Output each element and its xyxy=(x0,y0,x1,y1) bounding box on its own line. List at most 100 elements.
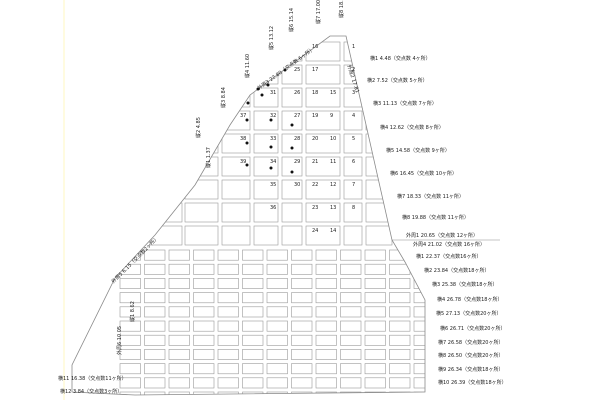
block xyxy=(184,179,219,200)
intersection-dot xyxy=(256,87,260,91)
block-number: 1 xyxy=(352,44,355,50)
block xyxy=(340,349,362,360)
block xyxy=(291,320,313,332)
block xyxy=(364,278,386,289)
block-number: 4 xyxy=(352,113,355,119)
block xyxy=(193,278,215,289)
intersection-dot xyxy=(269,166,273,170)
block xyxy=(413,391,425,395)
block xyxy=(291,263,313,275)
block xyxy=(305,225,341,246)
block xyxy=(340,263,362,275)
block xyxy=(315,263,337,275)
block xyxy=(343,110,363,131)
block xyxy=(193,249,215,261)
block-number: 20 xyxy=(312,136,318,142)
intersection-dot xyxy=(246,101,250,105)
block xyxy=(221,225,251,246)
block xyxy=(217,349,239,360)
block xyxy=(291,249,313,261)
block xyxy=(266,292,288,304)
block xyxy=(305,64,341,85)
block xyxy=(343,179,363,200)
block xyxy=(184,41,219,62)
block xyxy=(193,320,215,332)
row-length-label: 横6 16.45（交点数 10ヶ所） xyxy=(390,171,458,177)
block xyxy=(253,110,279,131)
intersection-dot xyxy=(269,145,273,149)
block xyxy=(217,292,239,304)
block xyxy=(119,363,141,375)
block-number: 32 xyxy=(270,113,276,119)
block xyxy=(168,249,190,261)
block xyxy=(315,349,337,360)
block xyxy=(184,64,219,85)
block xyxy=(217,334,239,346)
intersection-dot xyxy=(245,118,249,122)
block xyxy=(364,377,386,389)
block xyxy=(340,377,362,389)
row-length-label: 横12 3.84（交点数3ヶ所） xyxy=(60,389,123,395)
block xyxy=(305,202,341,223)
block-number: 6 xyxy=(352,159,355,165)
block xyxy=(144,377,166,389)
block xyxy=(365,156,393,177)
block xyxy=(315,320,337,332)
block xyxy=(242,349,264,360)
block xyxy=(364,320,386,332)
intersection-dot xyxy=(283,68,287,72)
block xyxy=(291,306,313,318)
block xyxy=(340,363,362,375)
block xyxy=(217,306,239,318)
block xyxy=(266,377,288,389)
block xyxy=(242,377,264,389)
block-number: 33 xyxy=(270,136,276,142)
block-number: 23 xyxy=(312,205,318,211)
block xyxy=(291,278,313,289)
block xyxy=(343,156,363,177)
block xyxy=(281,133,303,154)
intersection-dot xyxy=(266,83,270,87)
block xyxy=(119,377,141,389)
row-length-label: 横9 26.34（交点数18ヶ所） xyxy=(438,367,504,373)
block-number: 5 xyxy=(352,136,355,142)
block xyxy=(340,391,362,395)
block xyxy=(291,292,313,304)
block xyxy=(242,363,264,375)
column-length-label: 縦3 8.84 xyxy=(221,87,227,108)
block xyxy=(119,278,141,289)
block-number: 14 xyxy=(330,228,336,234)
block-number: 36 xyxy=(270,205,276,211)
block-number: 31 xyxy=(270,90,276,96)
block xyxy=(364,334,386,346)
row-length-label: 外周4 21.02（交点数 16ヶ所） xyxy=(413,242,486,248)
row-length-label: 横2 23.84（交点数18ヶ所） xyxy=(424,268,490,274)
block xyxy=(340,278,362,289)
block xyxy=(343,133,363,154)
block xyxy=(315,306,337,318)
block xyxy=(193,349,215,360)
block xyxy=(168,292,190,304)
block xyxy=(291,391,313,395)
block xyxy=(193,391,215,395)
block xyxy=(168,278,190,289)
row-length-label: 横3 11.13（交点数 7ヶ所） xyxy=(373,101,437,107)
block xyxy=(217,363,239,375)
block xyxy=(291,334,313,346)
block xyxy=(315,278,337,289)
block xyxy=(413,334,425,346)
block xyxy=(266,363,288,375)
block xyxy=(168,334,190,346)
block xyxy=(291,363,313,375)
block xyxy=(168,320,190,332)
block xyxy=(413,377,425,389)
block xyxy=(413,306,425,318)
block xyxy=(119,306,141,318)
block xyxy=(221,133,251,154)
block-number: 24 xyxy=(312,228,318,234)
block xyxy=(305,179,341,200)
block xyxy=(281,64,303,85)
block xyxy=(119,334,141,346)
intersection-dot xyxy=(260,93,264,97)
block xyxy=(389,349,411,360)
